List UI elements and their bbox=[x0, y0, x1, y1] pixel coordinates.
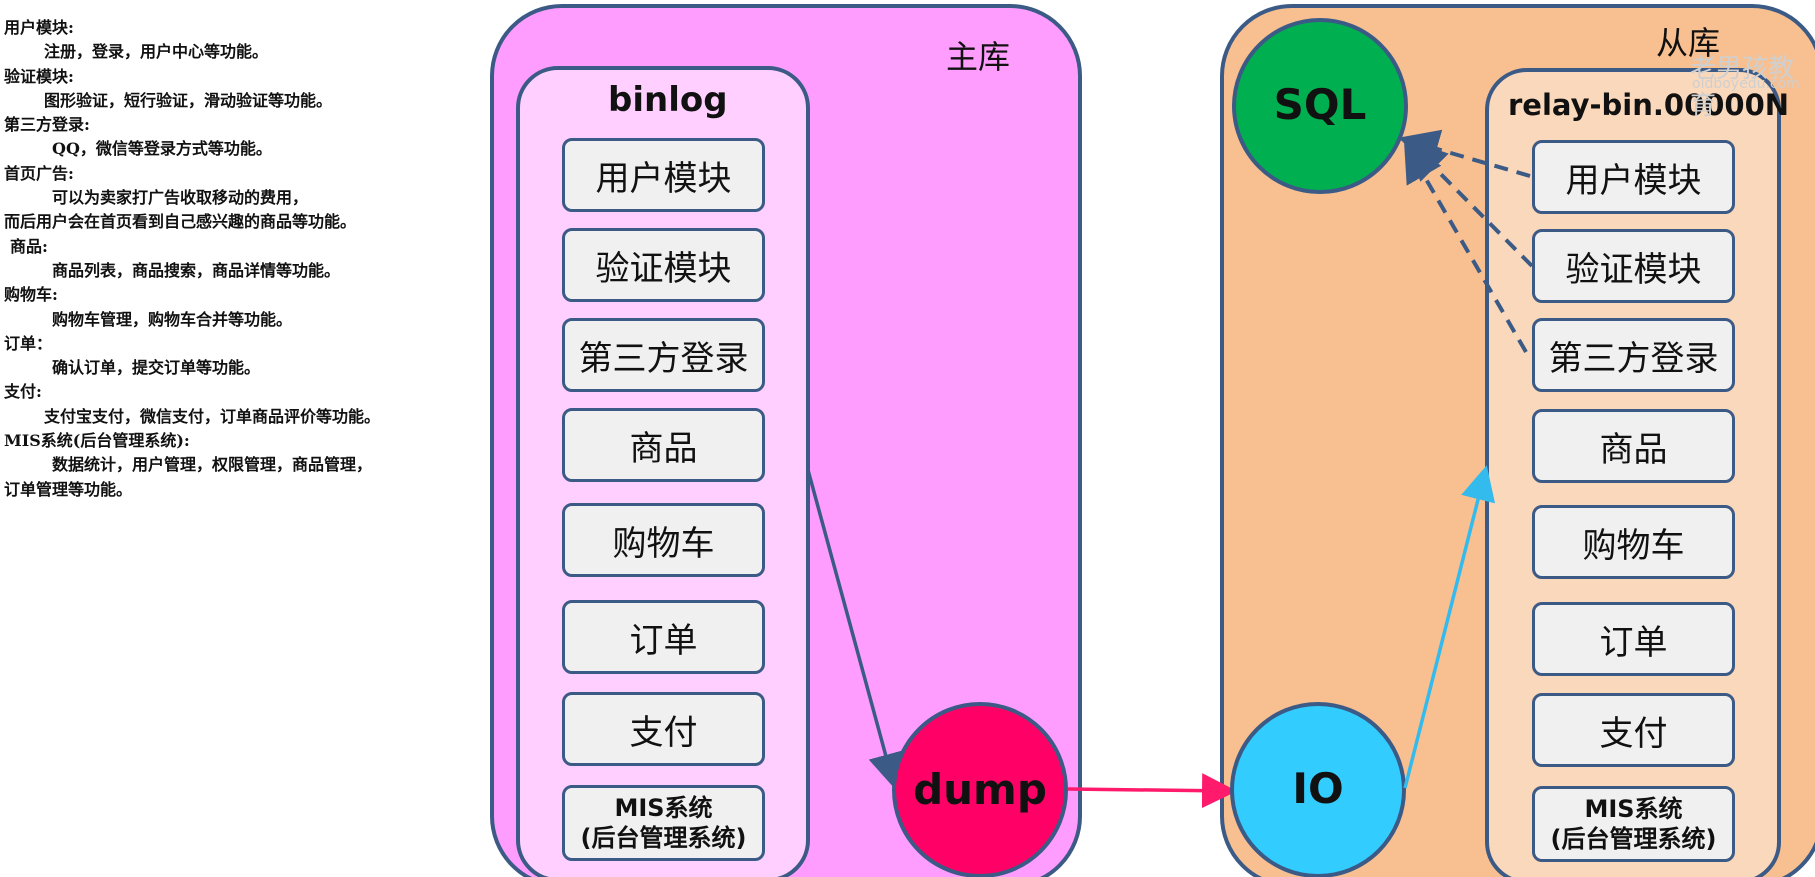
relay-title: relay-bin.00000N bbox=[1508, 88, 1790, 122]
note-heading: 用户模块: bbox=[4, 18, 74, 37]
note-heading: 首页广告: bbox=[4, 163, 74, 183]
slave-module-verify: 验证模块 bbox=[1532, 229, 1735, 303]
binlog-to-dump-arrow bbox=[806, 469, 903, 789]
note-heading: MIS系统(后台管理系统): bbox=[4, 431, 190, 451]
master-module-pay: 支付 bbox=[562, 692, 765, 766]
note-detail: 支付宝支付，微信支付，订单商品评价等功能。 bbox=[44, 406, 381, 426]
dump-circle bbox=[892, 702, 1068, 877]
feature-notes: 用户模块: 注册，登录，用户中心等功能。 验证模块: 图形验证，短行验证，滑动验… bbox=[4, 16, 474, 502]
io-to-relay-arrow bbox=[1403, 465, 1496, 789]
mis-line1: MIS系统 bbox=[614, 794, 713, 822]
mis-line1: MIS系统 bbox=[1584, 795, 1683, 823]
watermark-url: oldboyedu.com bbox=[1692, 76, 1800, 92]
slave-module-thirdparty: 第三方登录 bbox=[1532, 318, 1735, 392]
master-module-order: 订单 bbox=[562, 600, 765, 674]
mis-line2: (后台管理系统) bbox=[580, 824, 747, 852]
note-detail: 数据统计，用户管理，权限管理，商品管理， bbox=[52, 455, 373, 475]
note-detail: 图形验证，短行验证，滑动验证等功能。 bbox=[44, 90, 333, 110]
sql-circle bbox=[1232, 18, 1408, 194]
note-detail: 购物车管理，购物车合并等功能。 bbox=[52, 309, 293, 329]
note-detail: 商品列表，商品搜索，商品详情等功能。 bbox=[52, 260, 341, 280]
note-heading: 第三方登录: bbox=[4, 115, 90, 135]
note-detail: 订单管理等功能。 bbox=[4, 479, 133, 499]
master-title: 主库 bbox=[946, 38, 1011, 76]
master-module-goods: 商品 bbox=[562, 408, 765, 482]
slave-module-order: 订单 bbox=[1532, 602, 1735, 676]
note-heading: 购物车: bbox=[4, 285, 58, 305]
note-heading: 支付: bbox=[4, 382, 42, 402]
note-detail: 注册，登录，用户中心等功能。 bbox=[44, 42, 269, 62]
note-detail: 可以为卖家打广告收取移动的费用， bbox=[52, 188, 309, 208]
master-module-mis: MIS系统 (后台管理系统) bbox=[562, 785, 765, 861]
note-heading: 商品: bbox=[10, 236, 48, 256]
note-detail: QQ，微信等登录方式等功能。 bbox=[52, 139, 272, 159]
io-circle bbox=[1230, 702, 1406, 877]
slave-module-goods: 商品 bbox=[1532, 409, 1735, 483]
slave-module-pay: 支付 bbox=[1532, 693, 1735, 767]
watermark-brand: 老男孩教育 bbox=[1690, 54, 1795, 121]
master-module-cart: 购物车 bbox=[562, 503, 765, 577]
binlog-title: binlog bbox=[608, 80, 728, 120]
dump-to-io-arrow bbox=[1067, 773, 1237, 809]
note-detail: 确认订单，提交订单等功能。 bbox=[52, 358, 261, 378]
note-detail: 而后用户会在首页看到自己感兴趣的商品等功能。 bbox=[4, 212, 357, 232]
slave-module-mis: MIS系统 (后台管理系统) bbox=[1532, 786, 1735, 862]
master-module-verify: 验证模块 bbox=[562, 228, 765, 302]
dump-label: dump bbox=[913, 765, 1047, 814]
note-heading: 验证模块: bbox=[4, 66, 74, 86]
slave-module-user: 用户模块 bbox=[1532, 140, 1735, 214]
slave-title: 从库 bbox=[1656, 24, 1721, 62]
master-module-user: 用户模块 bbox=[562, 138, 765, 212]
mis-line2: (后台管理系统) bbox=[1550, 825, 1717, 853]
sql-label: SQL bbox=[1273, 80, 1367, 129]
io-label: IO bbox=[1292, 764, 1344, 813]
master-module-thirdparty: 第三方登录 bbox=[562, 318, 765, 392]
slave-module-cart: 购物车 bbox=[1532, 505, 1735, 579]
relay-to-sql-dashed-arrow bbox=[1403, 141, 1528, 354]
note-heading: 订单： bbox=[4, 333, 53, 353]
